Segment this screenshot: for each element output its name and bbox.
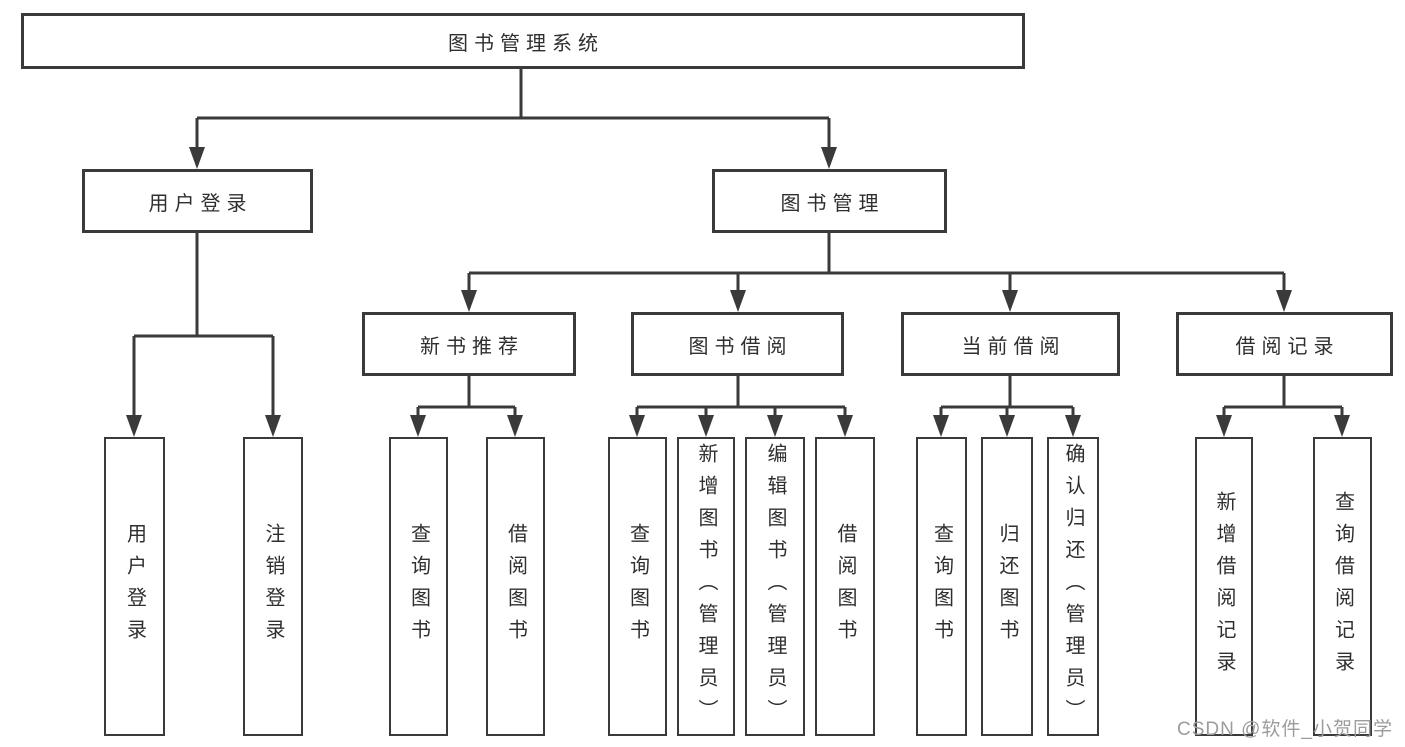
leaf-add-book-admin: 新增图书（管理员）: [677, 437, 735, 736]
connector-root-to-level2: [189, 69, 837, 169]
node-new-book-recommend: 新书推荐: [362, 312, 576, 376]
node-label: 用户登录: [148, 192, 253, 215]
connector-borrow-records-to-leaves: [1216, 376, 1350, 437]
leaf-label: 借阅图书: [504, 522, 527, 651]
leaf-label: 确认归还（管理员）: [1062, 442, 1084, 731]
connector-book-borrow-to-leaves: [629, 376, 853, 437]
connector-current-borrow-to-leaves: [933, 376, 1081, 437]
node-label: 图书管理系统: [448, 32, 604, 55]
node-root-library-system: 图书管理系统: [21, 13, 1025, 69]
leaf-label: 注销登录: [262, 522, 284, 651]
node-label: 借阅记录: [1235, 335, 1340, 358]
leaf-search-books-borrow: 查询图书: [608, 437, 667, 736]
node-label: 图书管理: [780, 192, 885, 215]
node-user-login: 用户登录: [82, 169, 313, 233]
leaf-label: 查询图书: [407, 522, 430, 651]
leaf-add-borrow-record: 新增借阅记录: [1195, 437, 1253, 736]
watermark: CSDN @软件_小贺同学: [1177, 719, 1393, 740]
node-label: 图书借阅: [688, 335, 793, 358]
leaf-search-borrow-record: 查询借阅记录: [1313, 437, 1372, 736]
leaf-borrow-books: 借阅图书: [815, 437, 875, 736]
connector-book-management-to-level3: [461, 233, 1292, 312]
node-book-borrow: 图书借阅: [631, 312, 844, 376]
leaf-label: 新增借阅记录: [1213, 490, 1235, 683]
node-borrow-records: 借阅记录: [1176, 312, 1393, 376]
leaf-borrow-books-recommend: 借阅图书: [486, 437, 545, 736]
node-label: 新书推荐: [420, 335, 524, 358]
leaf-label: 用户登录: [123, 522, 146, 651]
leaf-label: 查询图书: [930, 522, 953, 651]
node-current-borrow: 当前借阅: [901, 312, 1120, 376]
leaf-label: 查询借阅记录: [1331, 490, 1354, 683]
leaf-logout: 注销登录: [243, 437, 303, 736]
leaf-return-books: 归还图书: [981, 437, 1033, 736]
leaf-search-books-current: 查询图书: [916, 437, 967, 736]
connector-new-book-to-leaves: [410, 376, 523, 437]
node-label: 当前借阅: [961, 335, 1066, 358]
leaf-label: 借阅图书: [834, 522, 856, 651]
leaf-search-books-recommend: 查询图书: [389, 437, 448, 736]
connector-user-login-to-leaves: [126, 233, 281, 437]
leaf-label: 新增图书（管理员）: [695, 442, 717, 731]
leaf-confirm-return-admin: 确认归还（管理员）: [1047, 437, 1099, 736]
leaf-user-login: 用户登录: [104, 437, 165, 736]
leaf-label: 编辑图书（管理员）: [764, 442, 786, 731]
node-book-management: 图书管理: [712, 169, 947, 233]
leaf-edit-book-admin: 编辑图书（管理员）: [745, 437, 805, 736]
leaf-label: 归还图书: [996, 522, 1018, 651]
leaf-label: 查询图书: [626, 522, 649, 651]
